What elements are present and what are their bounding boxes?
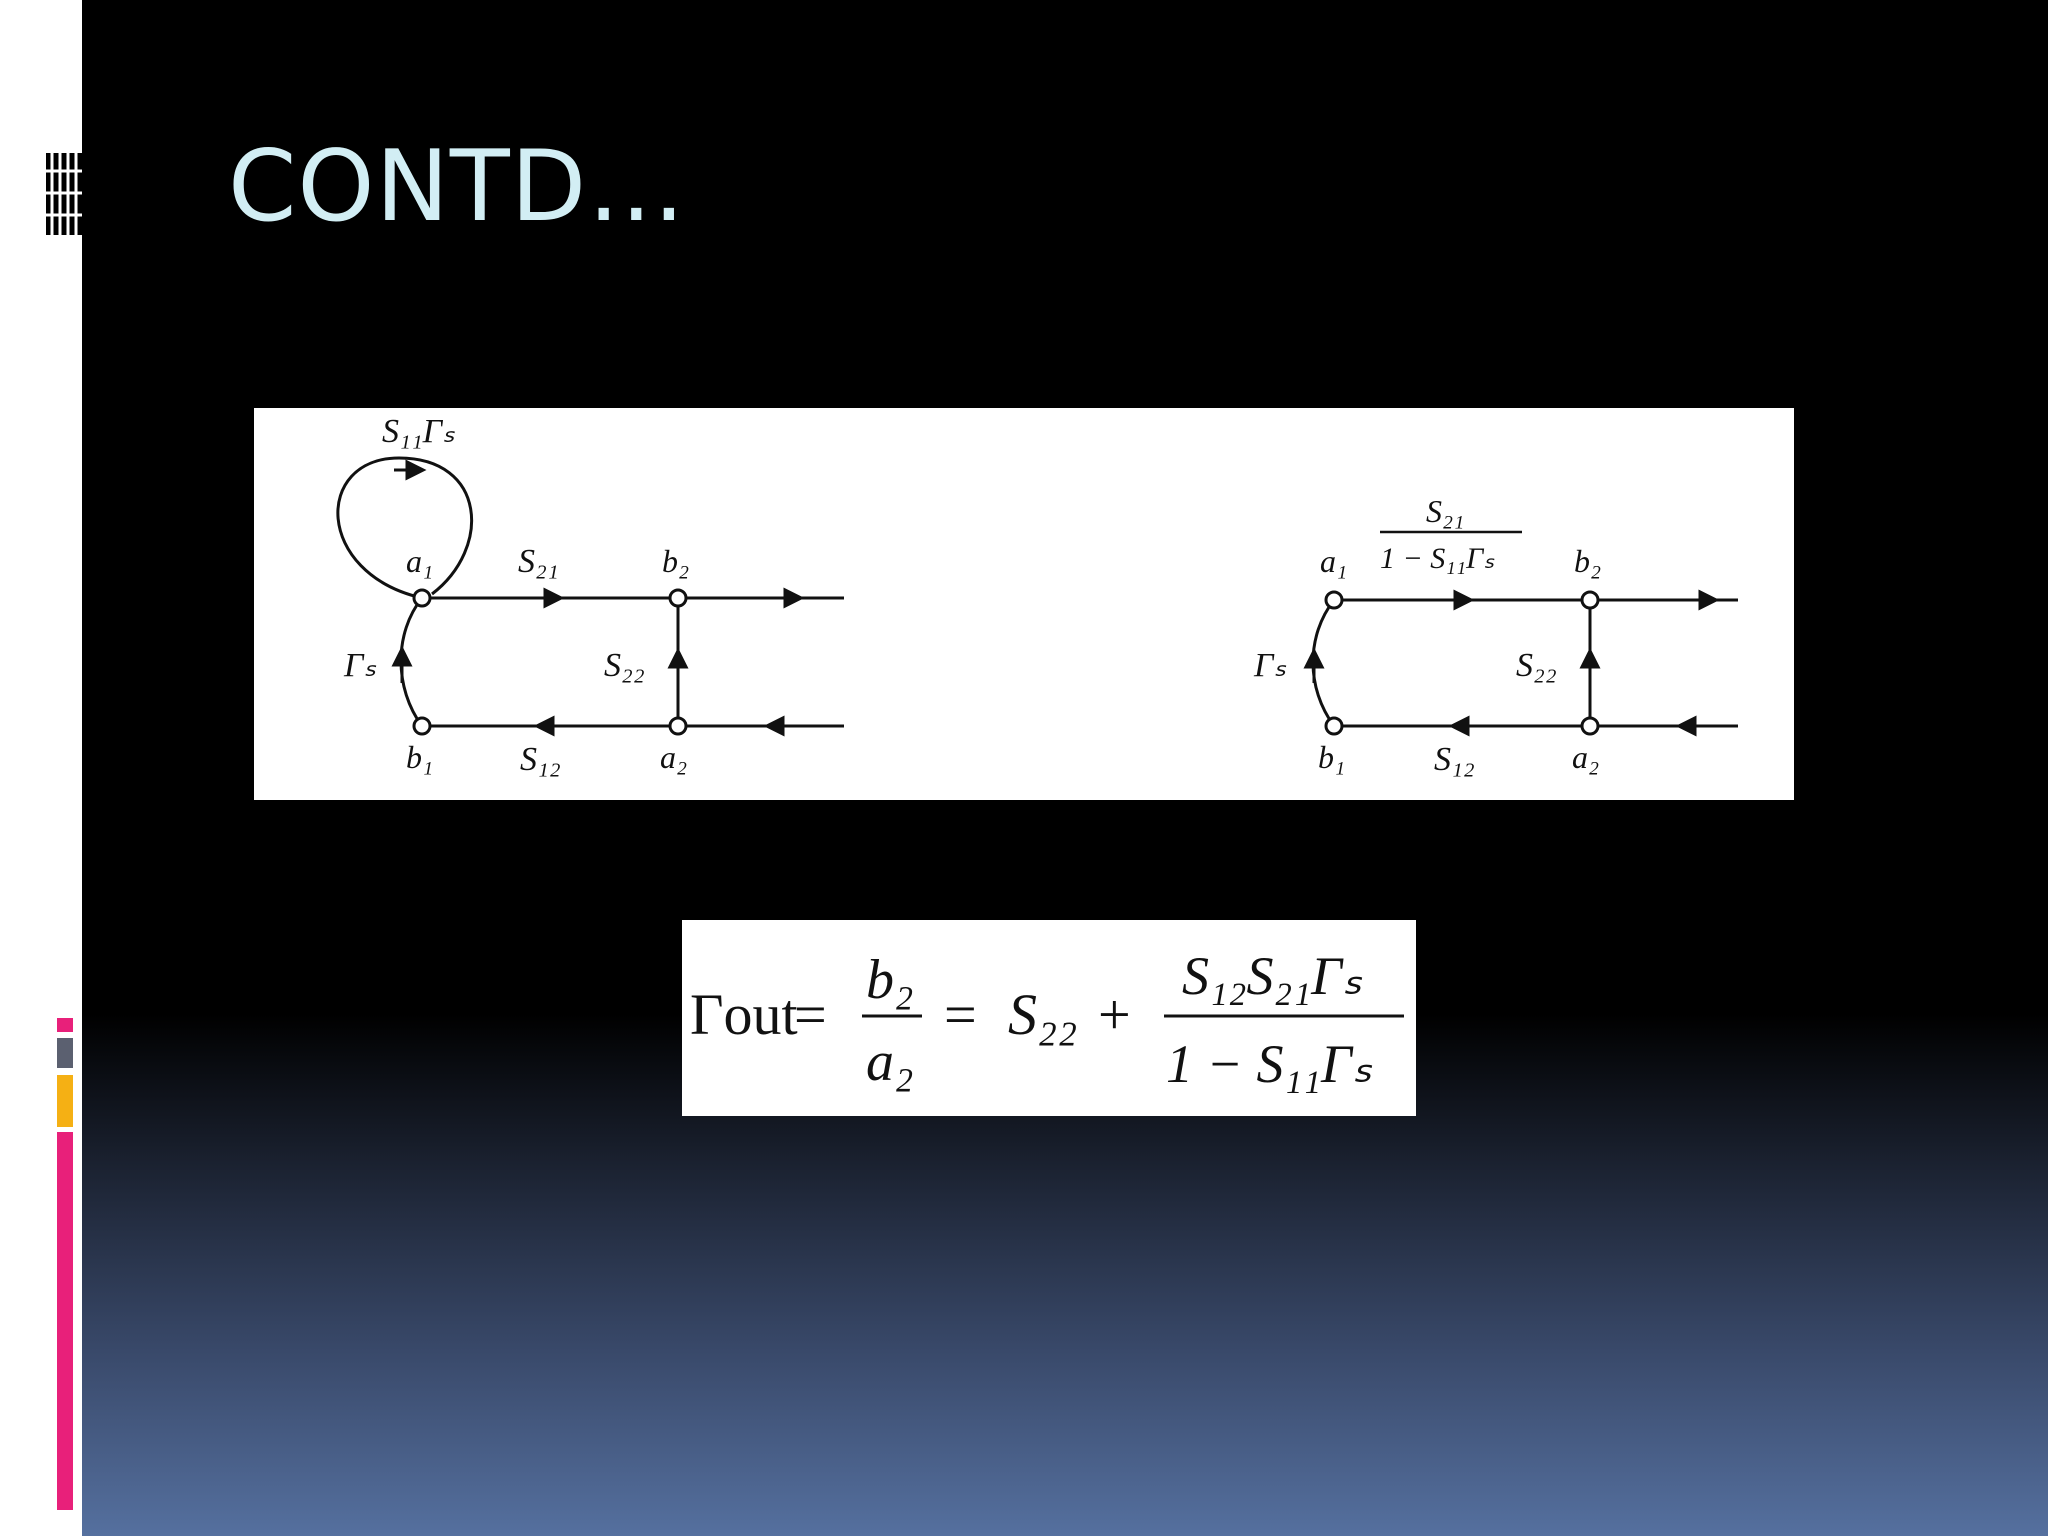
formula-term: S₂₂: [1008, 982, 1077, 1047]
formula-eq1: =: [794, 982, 827, 1047]
signal-flow-graph-right: [1303, 530, 1738, 737]
node-a1-right: [1324, 590, 1344, 610]
slide-title: CONTD…: [228, 130, 687, 244]
formula-frac2-num: S₁₂S₂₁Γₛ: [1182, 946, 1363, 1006]
node-a2-right: [1580, 716, 1600, 736]
label-a2: a₂: [660, 739, 687, 775]
label-a1: a₁: [406, 543, 433, 579]
label-s21-num: S₂₁: [1426, 493, 1464, 529]
label-b2-right: b₂: [1574, 543, 1601, 579]
formula-plus: +: [1098, 982, 1131, 1047]
node-b2-left: [668, 588, 688, 608]
label-gamma-s: Γₛ: [343, 647, 376, 684]
node-b1-left: [412, 716, 432, 736]
formula-frac1-den: a₂: [866, 1031, 913, 1093]
label-b1-right: b₁: [1318, 739, 1345, 775]
label-self-loop: S₁₁Γₛ: [382, 413, 455, 450]
formula-eq2: =: [944, 982, 977, 1047]
label-s12-right: S₁₂: [1434, 741, 1475, 778]
formula-frac1-num: b₂: [866, 949, 913, 1011]
accent-bar-orange: [57, 1075, 73, 1127]
label-s21: S₂₁: [518, 543, 559, 580]
node-a1-left: [412, 588, 432, 608]
label-a2-right: a₂: [1572, 739, 1599, 775]
gamma-out-formula: Γout = b₂ a₂ = S₂₂ + S₁₂S₂₁Γₛ 1 − S₁₁Γₛ: [682, 920, 1416, 1116]
accent-bar-pink-large: [57, 1132, 73, 1510]
signal-flow-graph-left: [336, 456, 844, 737]
formula-lhs: Γout: [690, 982, 798, 1047]
accent-bar-pink-small: [57, 1018, 73, 1032]
label-s12: S₁₂: [520, 741, 561, 778]
node-b1-right: [1324, 716, 1344, 736]
label-b2: b₂: [662, 543, 689, 579]
accent-bar-gray: [57, 1038, 73, 1068]
label-s22-right: S₂₂: [1516, 647, 1557, 684]
signal-flow-figure: S₁₁Γₛ a₁ S₂₁ b₂ Γₛ S₂₂ b₁ S₁₂ a₂: [254, 408, 1794, 800]
label-gamma-s-right: Γₛ: [1253, 647, 1286, 684]
node-a2-left: [668, 716, 688, 736]
label-s22: S₂₂: [604, 647, 645, 684]
node-b2-right: [1580, 590, 1600, 610]
grid-decoration-icon: [46, 153, 82, 235]
label-a1-right: a₁: [1320, 543, 1347, 579]
label-b1: b₁: [406, 739, 433, 775]
label-s21-den: 1 − S₁₁Γₛ: [1380, 542, 1495, 575]
formula-frac2-den: 1 − S₁₁Γₛ: [1166, 1034, 1373, 1094]
